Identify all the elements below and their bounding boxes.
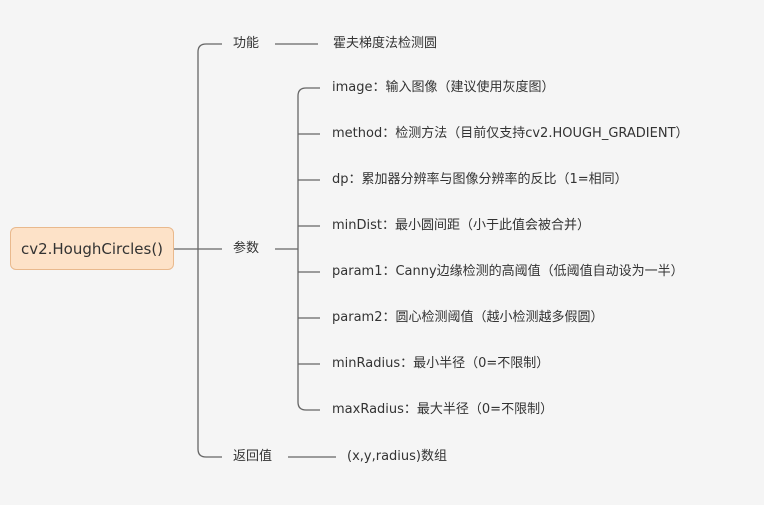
param-item-param2[interactable]: param2：圆心检测阈值（越小检测越多假圆） (332, 310, 604, 325)
returns-child-label[interactable]: (x,y,radius)数组 (347, 449, 447, 464)
branch-function-label[interactable]: 功能 (233, 36, 260, 51)
root-node[interactable]: cv2.HoughCircles() (10, 227, 174, 270)
branch-returns-label[interactable]: 返回值 (233, 449, 273, 464)
param-item-method[interactable]: method：检测方法（目前仅支持cv2.HOUGH_GRADIENT） (332, 126, 689, 141)
params-trunk (297, 87, 320, 411)
branch-params-label[interactable]: 参数 (233, 241, 260, 256)
param-item-minradius[interactable]: minRadius：最小半径（0=不限制） (332, 356, 550, 371)
function-child-label[interactable]: 霍夫梯度法检测圆 (333, 36, 438, 51)
param-item-image[interactable]: image：输入图像（建议使用灰度图） (332, 80, 555, 95)
param-item-param1[interactable]: param1：Canny边缘检测的高阈值（低阈值自动设为一半） (332, 264, 684, 279)
param-item-dp[interactable]: dp：累加器分辨率与图像分辨率的反比（1=相同） (332, 172, 628, 187)
level1-trunk (197, 43, 222, 458)
param-item-maxradius[interactable]: maxRadius：最大半径（0=不限制） (332, 402, 554, 417)
param-item-mindist[interactable]: minDist：最小圆间距（小于此值会被合并） (332, 218, 591, 233)
